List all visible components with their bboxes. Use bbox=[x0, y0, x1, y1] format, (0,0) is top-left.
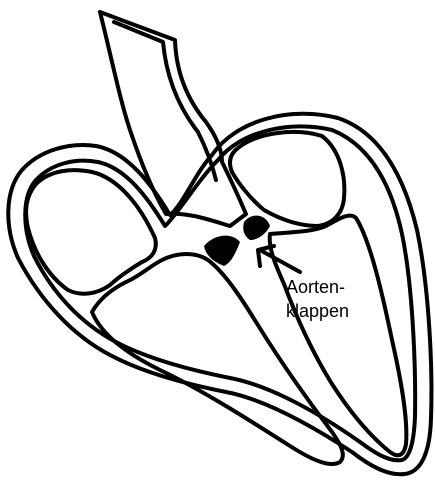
aortic-valve-right bbox=[243, 216, 270, 240]
annotation-label-line1: Aorten- bbox=[286, 275, 345, 299]
aorta-inner-wall bbox=[114, 22, 216, 180]
annotation-label-line2: klappen bbox=[286, 299, 349, 323]
aorta bbox=[100, 12, 246, 226]
heart-outer-wall bbox=[8, 114, 431, 474]
right-ventricle bbox=[270, 216, 407, 456]
